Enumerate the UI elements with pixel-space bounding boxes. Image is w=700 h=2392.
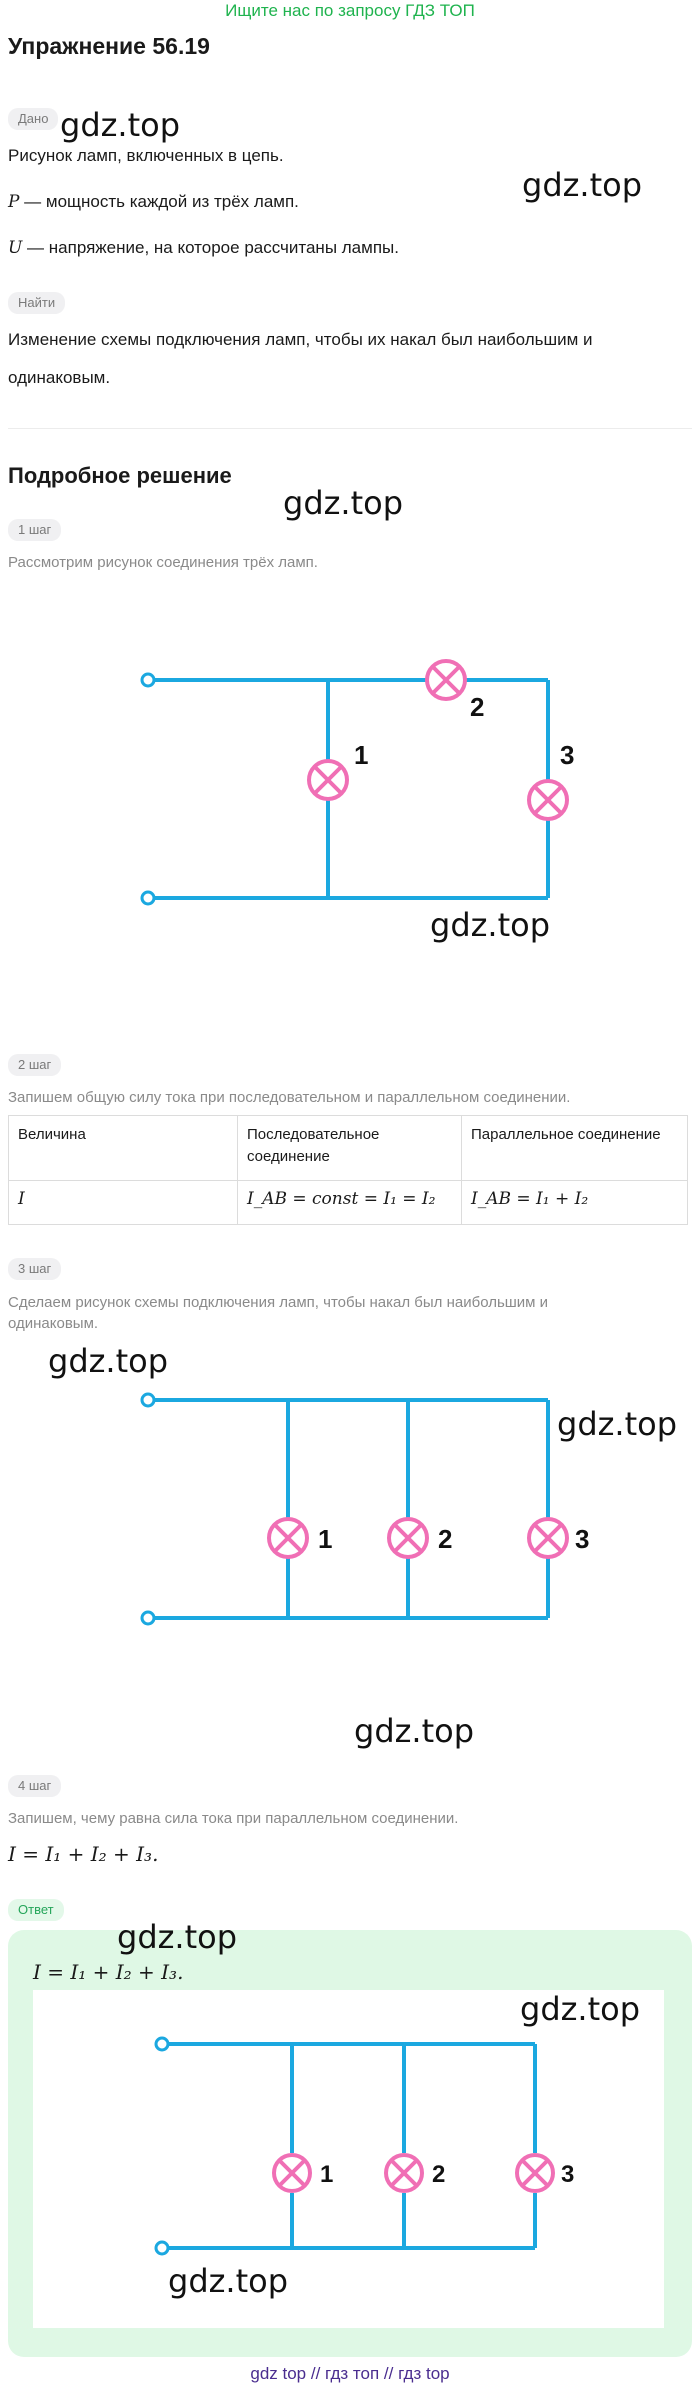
lamp-label-2: 2 [438,1524,452,1554]
step1-text: Рассмотрим рисунок соединения трёх ламп. [8,554,318,571]
table-row: I I_AB = const = I₁ = I₂ I_AB = I₁ + I₂ [8,1180,688,1225]
footer-links: gdz top // гдз топ // гдз top [0,2364,700,2384]
watermark: gdz.top [283,484,404,522]
answer-chip: Ответ [8,1899,64,1921]
circuit-diagram-parallel: 1 2 3 [140,1392,589,1626]
lamp-label-2: 2 [470,692,484,722]
table-cell: I_AB = I₁ + I₂ [461,1180,688,1225]
voltage-symbol: U [8,238,23,258]
lamp-label-1: 1 [318,1524,332,1554]
footer-separator: // [310,2364,321,2383]
answer-formula: I = I₁ + I₂ + I₃. [33,1960,184,1984]
lamp-label-3: 3 [561,2161,574,2188]
given-line-3-text: — напряжение, на которое рассчитаны ламп… [22,238,399,257]
table-header: Величина [8,1115,238,1181]
step2-chip: 2 шаг [8,1054,62,1076]
answer-diagram-panel [33,1990,664,2328]
find-chip: Найти [8,292,66,314]
step2-text: Запишем общую силу тока при последовател… [8,1089,571,1106]
watermark: gdz.top [60,106,181,144]
watermark: gdz.top [557,1405,678,1443]
given-line-2-text: — мощность каждой из трёх ламп. [19,192,299,211]
watermark: gdz.top [520,1990,641,2028]
find-text-line-2: одинаковым. [8,368,111,387]
divider [8,428,692,429]
given-line-3: U — напряжение, на которое рассчитаны ла… [8,236,399,260]
lamp-label-3: 3 [560,740,574,770]
step4-text: Запишем, чему равна сила тока при паралл… [8,1810,459,1827]
lamp-label-2: 2 [432,2161,445,2188]
watermark: gdz.top [430,906,551,944]
step1-chip: 1 шаг [8,519,62,541]
table-header: Параллельное соединение [461,1115,688,1181]
lamp-label-1: 1 [320,2161,333,2188]
current-table: Величина Последовательное соединение Пар… [8,1115,688,1225]
footer-separator: // [383,2364,394,2383]
table-cell: I [8,1180,238,1225]
footer-link-gdz-top[interactable]: gdz top [250,2364,307,2383]
watermark: gdz.top [354,1712,475,1750]
given-chip: Дано [8,108,59,130]
watermark: gdz.top [522,166,643,204]
top-banner[interactable]: Ищите нас по запросу ГДЗ ТОП [225,1,475,20]
footer-link-gdz-top-mixed[interactable]: гдз top [398,2364,450,2383]
table-cell: I_AB = const = I₁ = I₂ [237,1180,462,1225]
circuit-diagram-original: 2 1 3 [140,659,574,906]
power-symbol: P [8,192,20,212]
circuit-diagram-answer: 1 2 3 [154,2036,574,2256]
table-header: Последовательное соединение [237,1115,462,1181]
lamp-label-3: 3 [575,1524,589,1554]
footer-link-gdz-top-ru[interactable]: гдз топ [325,2364,380,2383]
given-line-2: P — мощность каждой из трёх ламп. [8,190,299,214]
watermark: gdz.top [117,1918,238,1956]
step3-chip: 3 шаг [8,1258,62,1280]
step3-text-line-2: одинаковым. [8,1315,99,1332]
table-header-row: Величина Последовательное соединение Пар… [8,1115,688,1181]
solution-title: Подробное решение [8,463,232,488]
given-line-1: Рисунок ламп, включенных в цепь. [8,146,284,165]
find-text-line-1: Изменение схемы подключения ламп, чтобы … [8,330,593,349]
step4-formula: I = I₁ + I₂ + I₃. [8,1842,159,1866]
watermark: gdz.top [48,1342,169,1380]
lamp-label-1: 1 [354,740,368,770]
exercise-title: Упражнение 56.19 [8,33,210,59]
step4-chip: 4 шаг [8,1775,62,1797]
watermark: gdz.top [168,2262,289,2300]
step3-text-line-1: Сделаем рисунок схемы подключения ламп, … [8,1294,549,1311]
